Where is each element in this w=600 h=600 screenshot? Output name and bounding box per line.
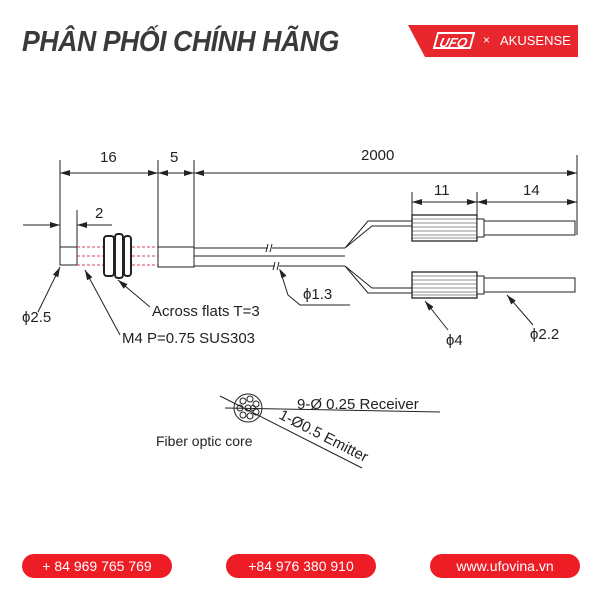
receiver-leader <box>224 407 441 413</box>
phone1-button[interactable]: + 84 969 765 769 <box>22 554 172 578</box>
label-tube-diameter: ϕ2.2 <box>530 326 559 343</box>
label-sleeve-diameter: ϕ4 <box>446 332 463 349</box>
brand-partner: AKUSENSE <box>500 33 571 48</box>
brand-banner: UFO × AKUSENSE <box>408 25 578 57</box>
dim-11: 11 <box>434 182 450 199</box>
leader-cable <box>279 269 350 306</box>
label-emitter: 1-Ø0.5 Emitter <box>276 406 371 465</box>
sensor-body <box>157 246 195 268</box>
upper-branch <box>344 220 412 249</box>
leader-tube <box>506 294 534 326</box>
label-fiber-core: Fiber optic core <box>156 433 253 449</box>
leader-sleeve <box>424 300 449 331</box>
label-cable-diameter: ϕ1.3 <box>303 286 332 303</box>
sensor-tip <box>59 246 78 266</box>
page-title: PHÂN PHỐI CHÍNH HÃNG <box>22 26 339 58</box>
leader-tip <box>37 266 61 313</box>
lower-tube <box>483 277 576 293</box>
label-receiver: 9-Ø 0.25 Receiver <box>297 396 419 413</box>
cable <box>194 247 345 267</box>
leader-thread <box>84 269 121 336</box>
dim-14: 14 <box>523 182 540 199</box>
label-tip-diameter: ϕ2.5 <box>22 309 51 326</box>
label-across-flats: Across flats T=3 <box>152 303 260 320</box>
emitter-leader <box>219 395 363 469</box>
brand-separator: × <box>483 33 491 47</box>
leader-nut <box>117 279 151 308</box>
nut <box>103 235 115 277</box>
upper-tube <box>483 220 576 236</box>
lower-branch <box>344 265 412 294</box>
dim-5: 5 <box>170 149 178 166</box>
dim-2000: 2000 <box>361 147 394 164</box>
lower-sleeve <box>411 271 478 299</box>
phone2-button[interactable]: +84 976 380 910 <box>226 554 376 578</box>
dim-2: 2 <box>95 205 103 222</box>
label-thread: M4 P=0.75 SUS303 <box>122 330 255 347</box>
website-button[interactable]: www.ufovina.vn <box>430 554 580 578</box>
dim-16: 16 <box>100 149 117 166</box>
